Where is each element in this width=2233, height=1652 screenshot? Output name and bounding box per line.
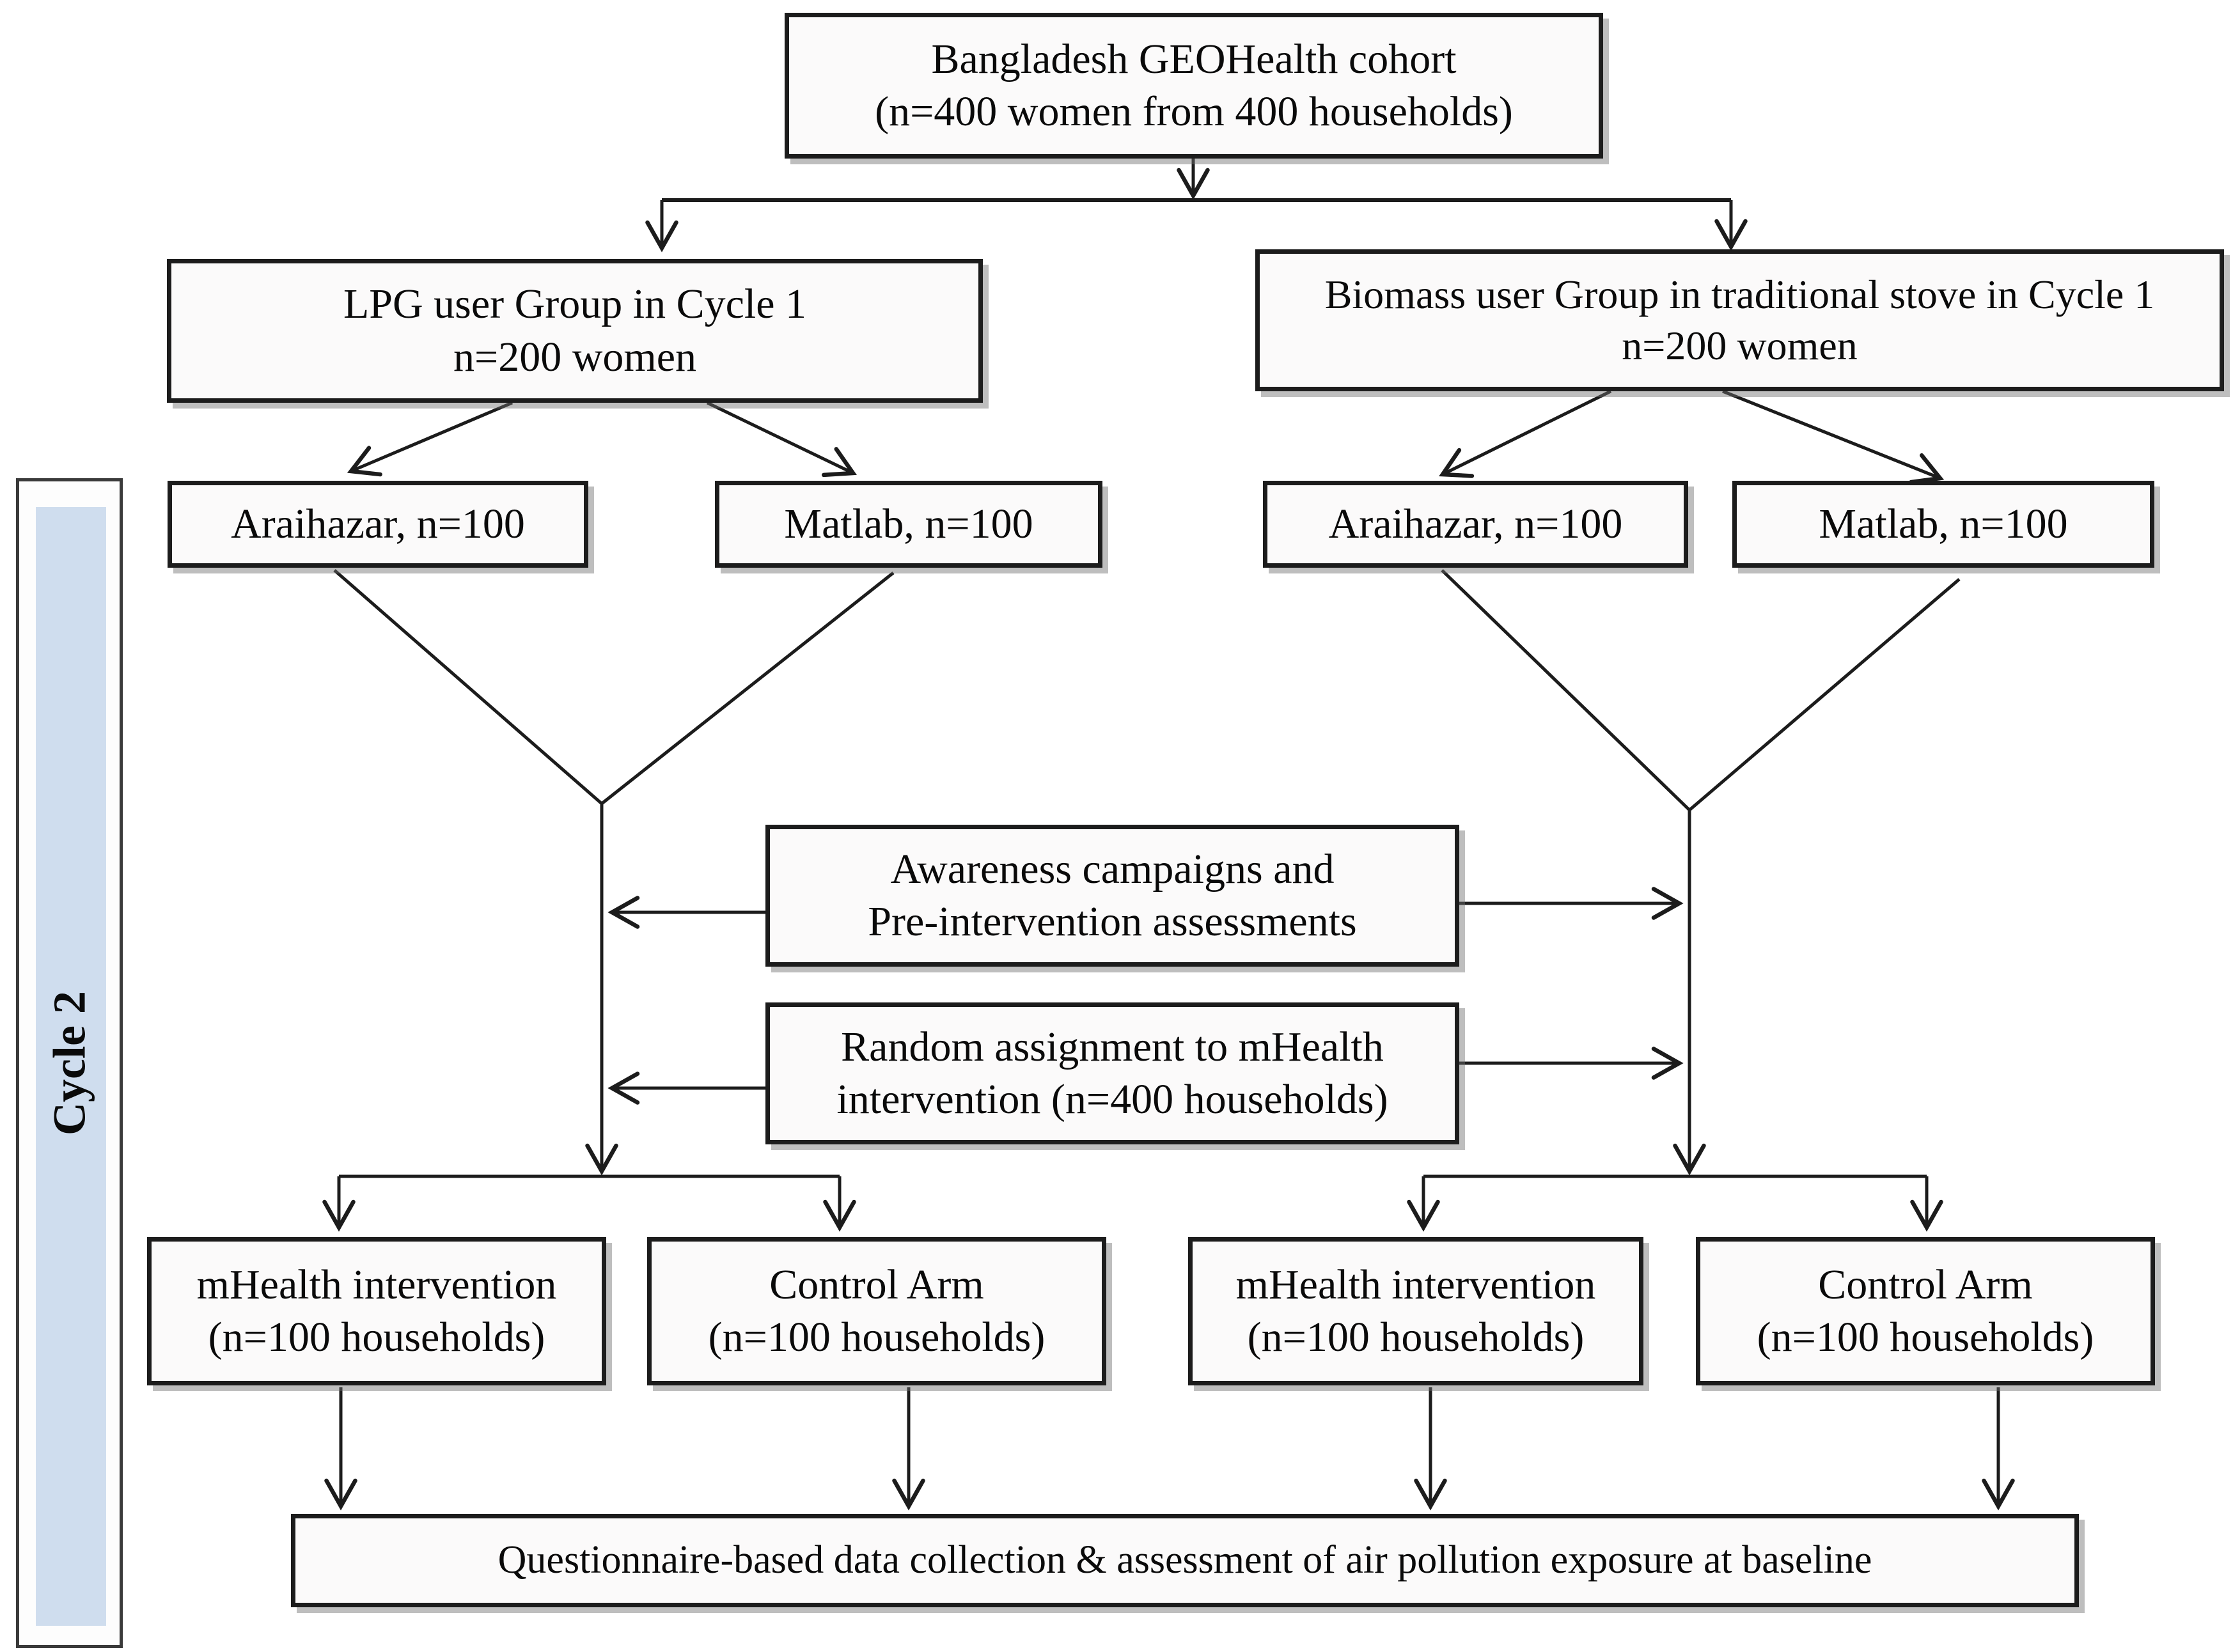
left-v-left-leg	[333, 569, 603, 805]
right-v-right-leg	[1688, 578, 1961, 811]
node-lpg-group: LPG user Group in Cycle 1 n=200 women	[167, 259, 983, 403]
cycle2-bar: Cycle 2	[16, 478, 123, 1648]
node-biomass-group: Biomass user Group in traditional stove …	[1255, 249, 2224, 391]
node-biomass-mhealth-arm: mHealth intervention (n=100 households)	[1188, 1237, 1643, 1385]
node-lpg-matlab: Matlab, n=100	[715, 481, 1102, 568]
arrow-lpg-matlab	[706, 401, 857, 478]
arrow-lpg-araihazar	[347, 401, 513, 477]
cycle2-bar-fill	[36, 507, 106, 1626]
node-awareness: Awareness campaigns and Pre-intervention…	[765, 825, 1459, 967]
node-random-assignment: Random assignment to mHealth interventio…	[765, 1002, 1459, 1144]
node-lpg-control-arm: Control Arm (n=100 households)	[647, 1237, 1106, 1385]
right-v-left-leg	[1441, 569, 1691, 811]
node-biomass-control-arm: Control Arm (n=100 households)	[1696, 1237, 2155, 1385]
arrow-biomass-matlab	[1722, 389, 1945, 485]
node-baseline-outcome: Questionnaire-based data collection & as…	[291, 1514, 2079, 1607]
node-lpg-araihazar: Araihazar, n=100	[168, 481, 588, 568]
cycle2-label: Cycle 2	[43, 991, 95, 1135]
left-v-right-leg	[600, 572, 895, 805]
node-lpg-mhealth-arm: mHealth intervention (n=100 households)	[147, 1237, 606, 1385]
arrow-biomass-araihazar	[1439, 389, 1612, 478]
node-biomass-matlab: Matlab, n=100	[1732, 481, 2154, 568]
node-biomass-araihazar: Araihazar, n=100	[1263, 481, 1688, 568]
node-cohort: Bangladesh GEOHealth cohort (n=400 women…	[785, 13, 1603, 159]
